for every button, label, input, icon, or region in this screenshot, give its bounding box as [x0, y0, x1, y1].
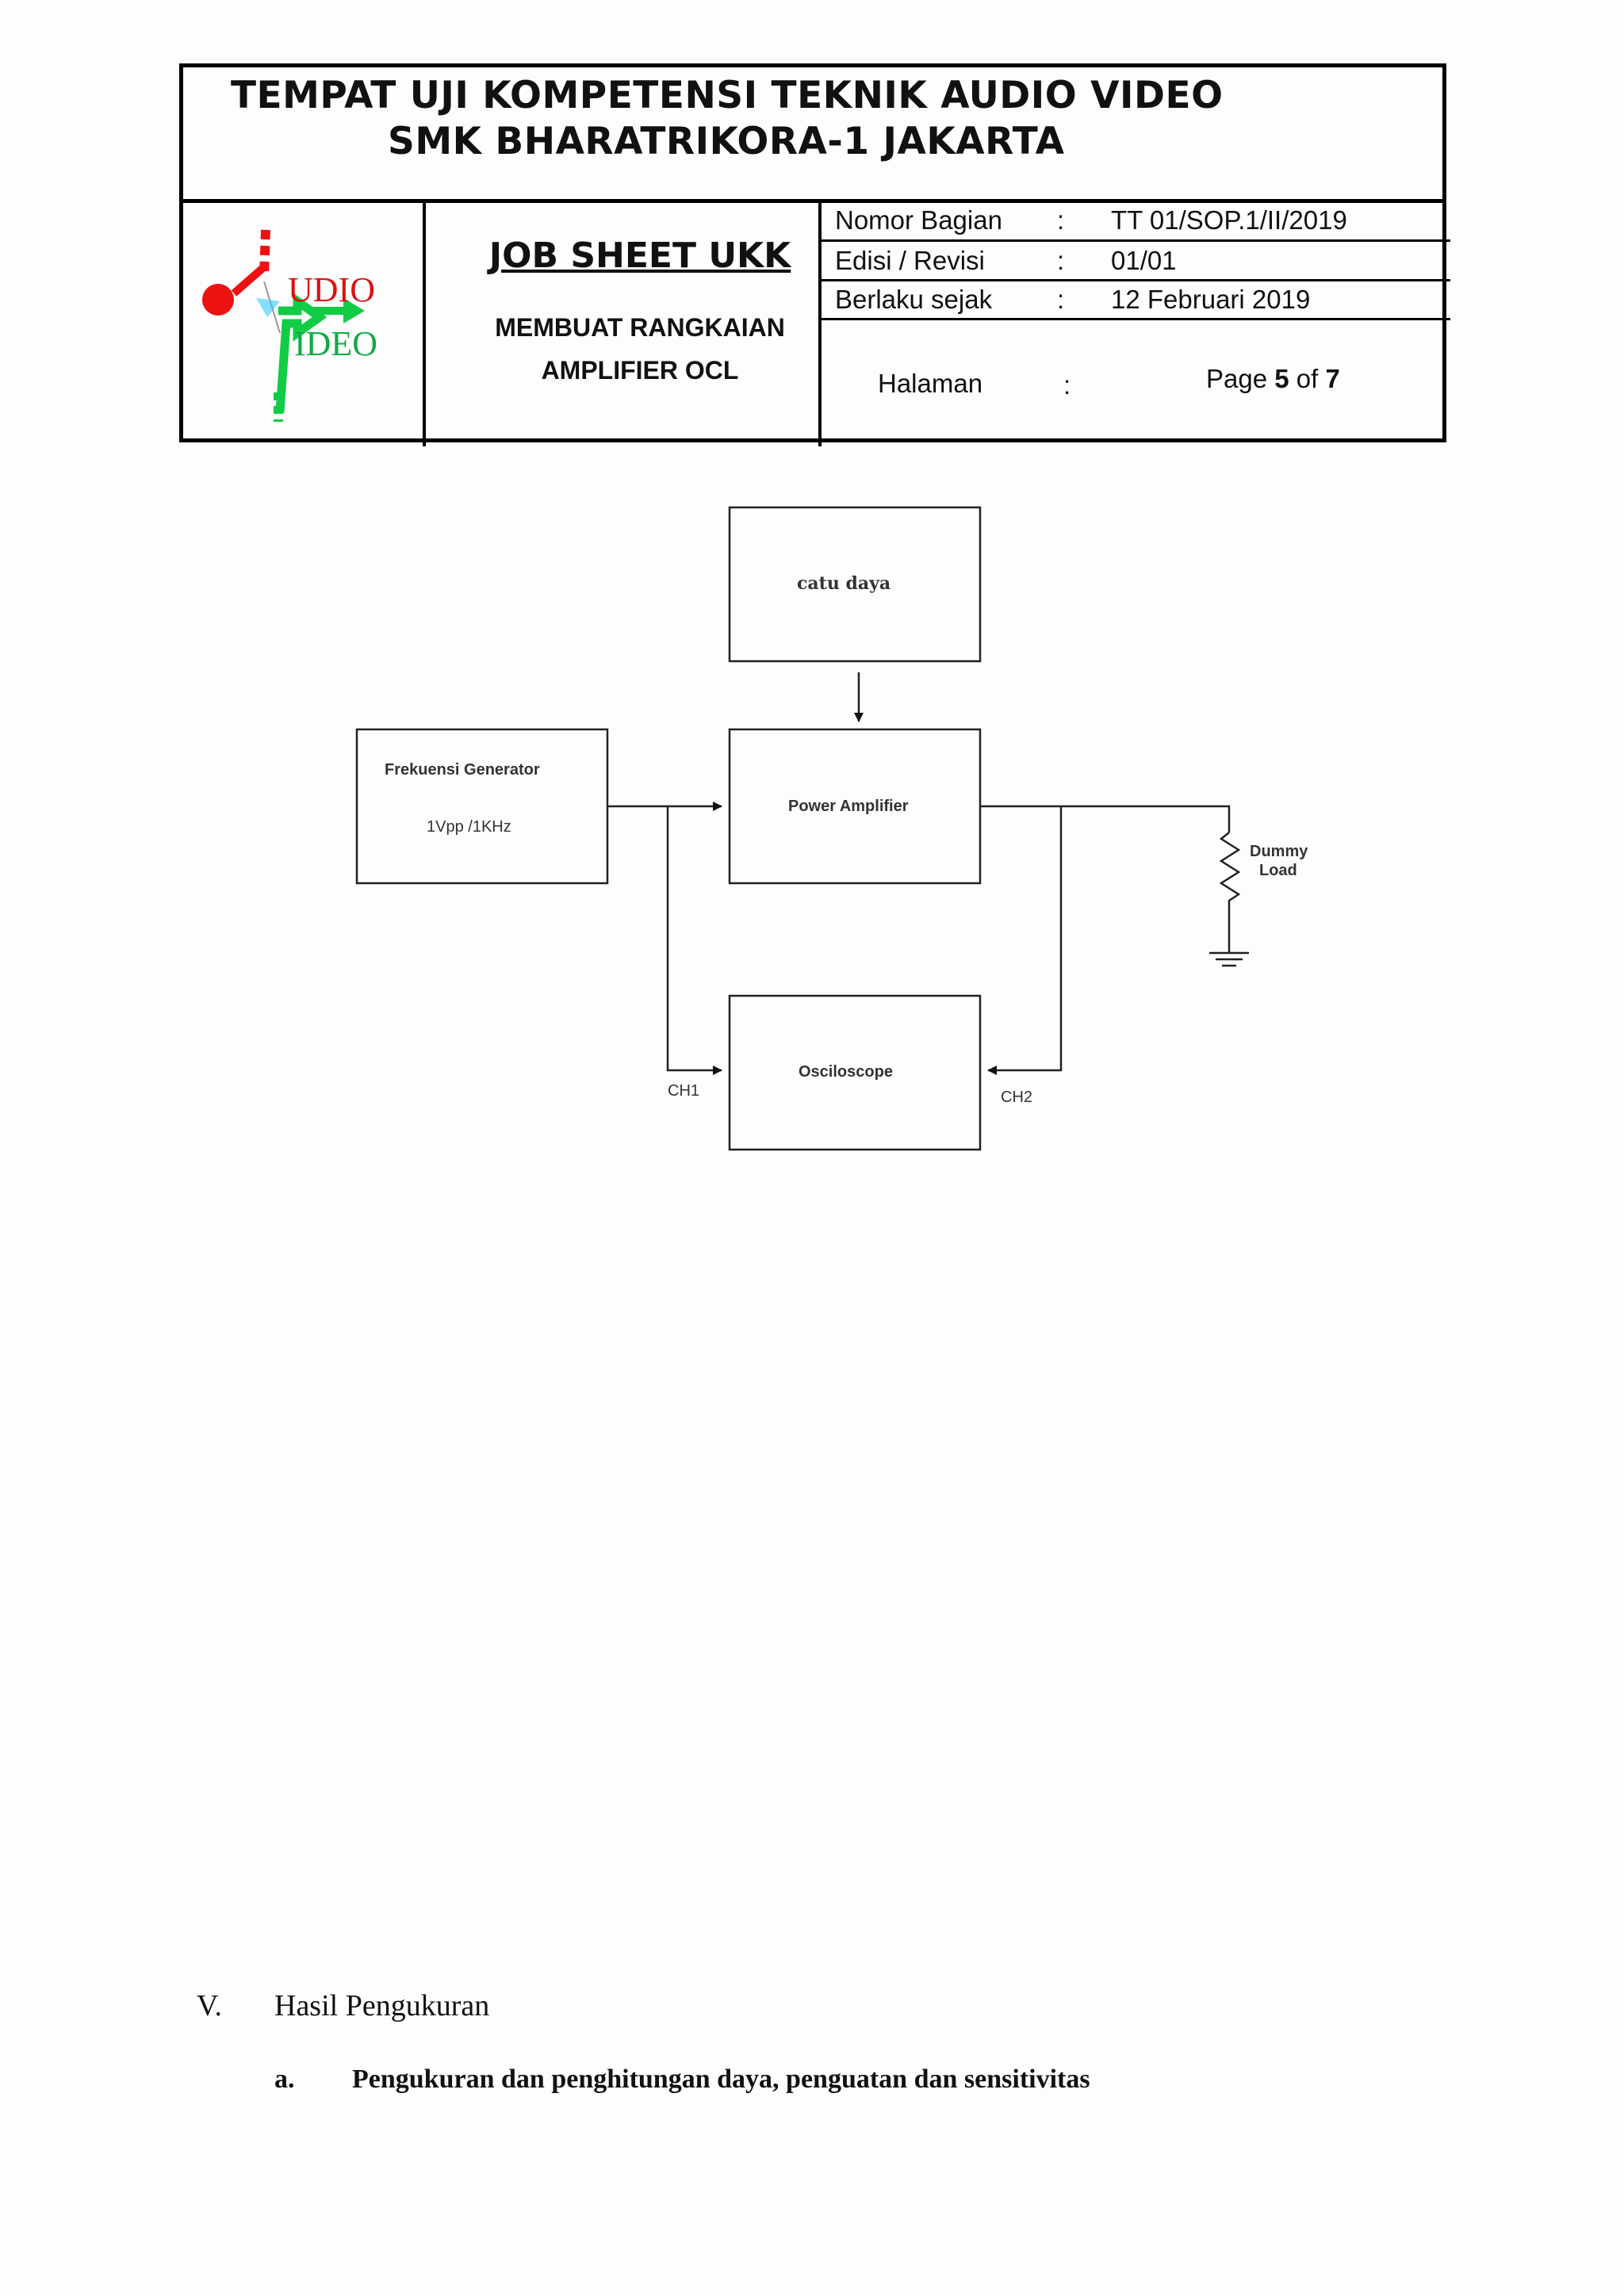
logo-text-video: IDEO [294, 324, 377, 363]
meta-berlaku-label: Berlaku sejak [835, 285, 993, 314]
column-divider-2 [818, 199, 822, 446]
job-sheet-title: JOB SHEET UKK [488, 235, 791, 276]
dummy-load-label-2: Load [1259, 862, 1297, 879]
logo-text-audio: UDIO [288, 270, 375, 309]
block-diagram: catu daya Frekuensi Generator 1Vpp /1KHz… [355, 506, 1308, 1151]
meta-colon: : [1063, 370, 1071, 400]
catu-daya-box [728, 506, 982, 663]
header-title-block: TEMPAT UJI KOMPETENSI TEKNIK AUDIO VIDEO… [183, 67, 1442, 202]
meta-berlaku-value: 12 Februari 2019 [1111, 285, 1311, 314]
meta-halaman-label: Halaman [878, 369, 983, 398]
subsection-title: Pengukuran dan penghitungan daya, pengua… [352, 2064, 1090, 2094]
freq-gen-spec: 1Vpp /1KHz [427, 818, 511, 836]
subtitle-line1: MEMBUAT RANGKAIAN [495, 313, 785, 342]
page-current: 5 [1274, 364, 1289, 393]
meta-colon: : [1057, 285, 1065, 314]
dummy-load-resistor [1219, 832, 1241, 953]
audio-video-logo: UDIO IDEO [202, 229, 377, 422]
header-title-line1: TEMPAT UJI KOMPETENSI TEKNIK AUDIO VIDEO [231, 74, 1224, 117]
output-line [980, 805, 1231, 832]
osciloscope-box [728, 994, 982, 1151]
subtitle-line2: AMPLIFIER OCL [541, 356, 739, 385]
meta-colon: : [1057, 246, 1065, 275]
osciloscope-label: Osciloscope [799, 1063, 893, 1081]
section-title: Hasil Pengukuran [274, 1989, 490, 2022]
catu-daya-label: catu daya [797, 573, 891, 594]
meta-edisi-value: 01/01 [1111, 246, 1177, 275]
freq-gen-title: Frekuensi Generator [385, 761, 540, 779]
section-number: V. [197, 1989, 223, 2022]
dummy-load-label-1: Dummy [1250, 843, 1308, 860]
meta-row-divider-1 [818, 239, 1450, 242]
meta-edisi-label: Edisi / Revisi [835, 246, 985, 275]
page-word: Page [1206, 364, 1268, 393]
page-total: 7 [1325, 364, 1340, 393]
subsection-letter: a. [274, 2064, 295, 2094]
frequency-generator-box [355, 728, 609, 885]
meta-nomor-value: TT 01/SOP.1/II/2019 [1111, 205, 1347, 235]
header-divider [183, 199, 1442, 203]
ch1-line [666, 806, 722, 1075]
meta-row-divider-3 [818, 318, 1450, 320]
document-header: TEMPAT UJI KOMPETENSI TEKNIK AUDIO VIDEO… [179, 63, 1450, 446]
power-amplifier-label: Power Amplifier [788, 798, 909, 815]
ch1-label: CH1 [668, 1082, 699, 1100]
header-title-line2: SMK BHARATRIKORA-1 JAKARTA [388, 120, 1065, 163]
meta-colon: : [1057, 205, 1065, 235]
meta-row-divider-2 [818, 279, 1450, 281]
meta-nomor-label: Nomor Bagian [835, 205, 1002, 235]
ch2-line [987, 806, 1063, 1075]
column-divider-1 [423, 199, 426, 446]
ch2-label: CH2 [1001, 1089, 1032, 1106]
page-of: of [1296, 364, 1319, 393]
page-indicator: Page 5 of 7 [1206, 364, 1340, 394]
